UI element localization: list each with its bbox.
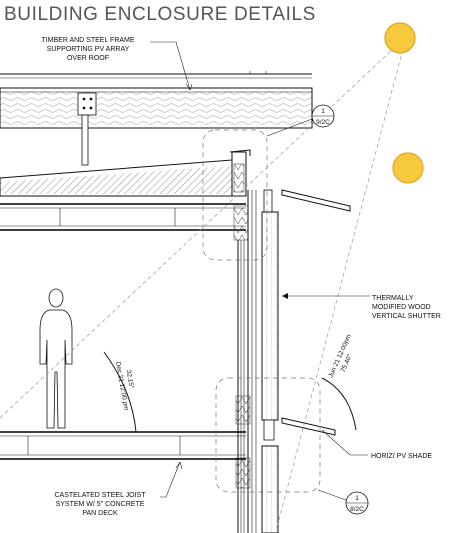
note-frame-line2: SUPPORTING PV ARRAY (47, 46, 130, 53)
dec21-date: Dec 21 12:00 pm (114, 361, 129, 411)
detail-tag-floor: 1 8/2C (317, 489, 369, 515)
note-frame-line3: OVER ROOF (67, 55, 109, 62)
upper-pv-shade (281, 189, 351, 212)
detail-callout-floor (215, 377, 321, 493)
detail-tag-floor-number: 1 (355, 495, 359, 502)
note-joist-line3: PAN DECK (82, 510, 118, 517)
note-shutter: THERMALLY MODIFIED WOOD VERTICAL SHUTTER (282, 293, 441, 320)
sun-icon (392, 152, 424, 184)
note-frame: TIMBER AND STEEL FRAME SUPPORTING PV ARR… (41, 37, 193, 91)
dec21-angle-arc (103, 351, 137, 433)
note-shutter-line3: VERTICAL SHUTTER (372, 313, 441, 320)
detail-tag-roof: 1 9/2C (266, 104, 335, 137)
jun21-angle-label: Jun 21 12:00pm 75.40° (327, 333, 354, 378)
note-shutter-line2: MODIFIED WOOD (372, 304, 431, 311)
dec21-angle: 32.15° (125, 369, 136, 389)
vertical-shutter-lower (261, 445, 279, 533)
note-joist: CASTELATED STEEL JOIST SYSTEM W/ 5" CONC… (54, 461, 183, 517)
dec21-sun-line (0, 34, 409, 419)
dec21-angle-label: Dec 21 12:00 pm 32.15° (114, 361, 136, 411)
note-frame-line1: TIMBER AND STEEL FRAME (41, 37, 134, 44)
horiz-pv-shade (281, 417, 336, 436)
detail-tag-floor-sheet: 8/2C (350, 506, 364, 513)
human-figure (39, 288, 73, 429)
wall-section (235, 189, 273, 533)
note-shade-text: HORIZ/ PV SHADE (371, 453, 432, 460)
note-joist-line1: CASTELATED STEEL JOIST (54, 492, 146, 499)
note-shutter-line1: THERMALLY (372, 295, 414, 302)
roof-assembly (0, 149, 251, 241)
page-title: BUILDING ENCLOSURE DETAILS (4, 4, 316, 25)
jun21-angle-arc (321, 377, 357, 431)
floor-slab (0, 419, 275, 460)
note-joist-line2: SYSTEM W/ 5" CONCRETE (56, 501, 145, 508)
pv-array-frame (0, 71, 313, 166)
jun21-sun-line (276, 29, 409, 528)
detail-callout-roof (202, 129, 268, 261)
detail-tag-roof-number: 1 (321, 108, 325, 115)
detail-tag-roof-sheet: 9/2C (316, 119, 330, 126)
note-shade: HORIZ/ PV SHADE (321, 429, 432, 460)
sun-icon (384, 22, 416, 54)
vertical-shutter (261, 211, 279, 421)
